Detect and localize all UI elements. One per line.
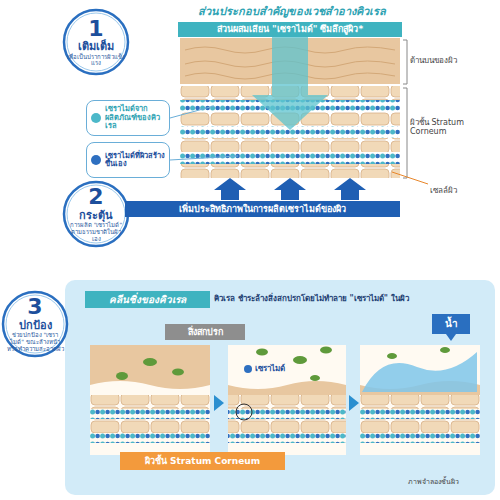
step-number: 2 (88, 185, 103, 210)
circle-shape (64, 182, 128, 246)
cell-row (360, 395, 480, 409)
bracket (403, 88, 407, 178)
circle-ring (6, 295, 64, 353)
dirt (440, 347, 450, 353)
node-text: ปกป้อง (19, 320, 52, 332)
legend-swatch (91, 155, 101, 165)
water-wave (362, 352, 477, 392)
diagram-title: ส่วนประกอบสำคัญของเวชสำอางคิวเรล (172, 6, 412, 18)
cell-row (180, 138, 400, 152)
leader-line (392, 172, 428, 184)
node-text: การผลิต "เซราไมด์" ตามธรรมชาติในผิวเอง (67, 222, 125, 242)
step-number: 3 (27, 295, 42, 320)
node-text: สิ่งสกปรก (188, 327, 223, 337)
dirt (387, 353, 397, 359)
skin-frame (90, 345, 210, 455)
dirt (172, 369, 184, 376)
bracket (403, 40, 407, 84)
cell-row (90, 395, 210, 409)
legend-text: เซราไมด์ที่ผิวสร้างขึ้นเอง (105, 152, 165, 169)
step-circle: 1เติมเต็มเพื่อเป็นปราการผิวแข็งแรง (62, 8, 130, 76)
legend-box: เซราไมด์จากผลิตภัณฑ์ของคิวเรล (86, 100, 170, 136)
node-text: ผิวชั้น Stratum Corneum (145, 456, 260, 466)
circle-ring (67, 185, 125, 243)
ceramide-row (360, 433, 480, 443)
cell-row (180, 164, 400, 178)
penetration-arrow (252, 37, 328, 130)
legend-text: เซราไมด์จากผลิตภัณฑ์ของคิวเรล (105, 105, 165, 130)
circle-ring (67, 13, 125, 71)
cell-row (90, 419, 210, 433)
layer-tag: ผิวชั้น Stratum Corneum (120, 452, 285, 470)
node-text: ส่วนผสมเลียน "เซราไมด์" ซึมลึกสู่ผิว* (217, 24, 363, 34)
skin-surface (228, 381, 346, 395)
legend-swatch (91, 113, 101, 123)
node-text: กระตุ้น (79, 210, 113, 222)
label-text: เซลล์ผิว (430, 186, 496, 195)
ceramide-row (228, 433, 346, 443)
label-text: เซราไมด์ (255, 364, 325, 373)
skin-frame (228, 345, 346, 455)
node-text: น้ำ (445, 318, 458, 329)
ceramide-row (180, 152, 400, 164)
ceramide-row (228, 409, 346, 419)
circle-shape (3, 292, 67, 356)
dirt (143, 358, 157, 366)
up-arrow (334, 178, 366, 200)
production-band: เพิ่มประสิทธิภาพในการผลิตเซราไมด์ของผิว (125, 201, 400, 217)
leader-line (170, 106, 214, 118)
up-arrow (214, 178, 246, 200)
ceramide-dot (244, 365, 252, 373)
ceramide-row (90, 433, 210, 443)
cleansing-panel (65, 280, 495, 495)
circle-shape (64, 10, 128, 74)
dirt-tag: สิ่งสกปรก (165, 324, 245, 340)
description-text: คิวเรล ชำระล้างสิ่งสกปรกโดยไม่ทำลาย "เซร… (214, 294, 496, 303)
step-circle: 3ปกป้องช่วยปกป้อง "เซราไมด์" ขณะล้างหน้า… (1, 290, 69, 358)
ceramide-row (360, 409, 480, 419)
ceramide-row (90, 409, 210, 419)
step-arrow (214, 395, 224, 411)
leader-line (170, 156, 238, 160)
highlight-ring (236, 404, 252, 420)
cell-row (228, 419, 346, 433)
cell-row (360, 419, 480, 433)
ingredient-band: ส่วนผสมเลียน "เซราไมด์" ซึมลึกสู่ผิว* (178, 22, 402, 37)
node-text: เพื่อเป็นปราการผิวแข็งแรง (67, 54, 125, 67)
label-text: ด้านบนของผิว (410, 56, 498, 65)
label-text: ผิวชั้น Stratum Corneum (410, 118, 494, 136)
cleansing-banner: คลีนซิ่งของคิวเรล (85, 291, 210, 308)
water-tag: น้ำ (432, 314, 470, 334)
dirt (310, 375, 320, 381)
node-text: เติมเต็ม (78, 41, 114, 53)
node-text: คลีนซิ่งของคิวเรล (109, 294, 186, 305)
node-text: เพิ่มประสิทธิภาพในการผลิตเซราไมด์ของผิว (179, 204, 346, 214)
step-number: 1 (88, 17, 103, 42)
caption-note: ภาพจำลองชั้นผิว (408, 478, 498, 486)
skin-frame (360, 345, 480, 455)
step-circle: 2กระตุ้นการผลิต "เซราไมด์" ตามธรรมชาติใน… (62, 180, 130, 248)
dirt (116, 372, 128, 380)
node-text: ช่วยปกป้อง "เซราไมด์" ขณะล้างหน้าหรือทำค… (6, 332, 64, 352)
up-arrow (274, 178, 306, 200)
dirt (320, 347, 332, 354)
legend-box: เซราไมด์ที่ผิวสร้างขึ้นเอง (86, 142, 170, 178)
pointer (446, 334, 456, 341)
dirt (256, 349, 268, 356)
cell-row (228, 395, 346, 409)
skin-surface (90, 345, 210, 389)
dirt (293, 356, 307, 364)
step-arrow (349, 395, 359, 411)
